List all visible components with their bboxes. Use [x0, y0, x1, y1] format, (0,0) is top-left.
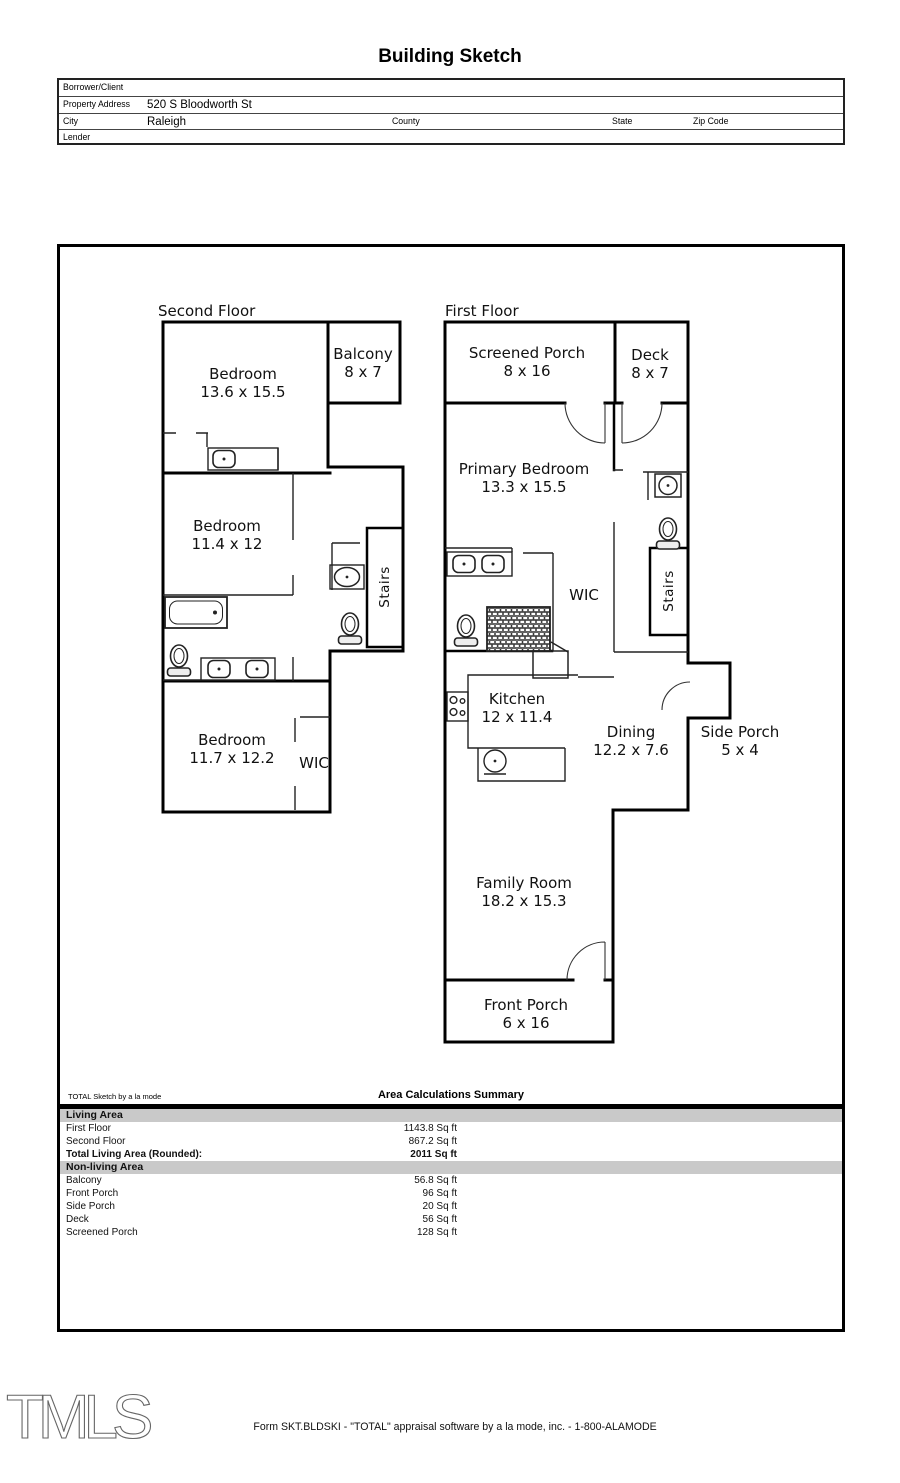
lender-row: Lender	[59, 130, 843, 146]
summary-row: Second Floor 867.2 Sq ft	[60, 1135, 842, 1148]
second-floor-label: Second Floor	[158, 302, 256, 320]
room-dims: 8 x 7	[344, 362, 382, 381]
room-dims: 8 x 16	[503, 361, 551, 380]
row-label: Screened Porch	[66, 1227, 138, 1238]
summary-row: Front Porch 96 Sq ft	[60, 1187, 842, 1200]
room-name: Primary Bedroom	[458, 460, 590, 478]
summary-title: Area Calculations Summary	[377, 1089, 525, 1101]
room-dims: 13.3 x 15.5	[481, 477, 567, 496]
room-dims: 8 x 7	[631, 363, 669, 382]
row-label: Total Living Area (Rounded):	[66, 1149, 203, 1160]
row-value: 56 Sq ft	[422, 1214, 457, 1225]
property-info-table: Borrower/Client Property Address 520 S B…	[57, 78, 845, 145]
city-value: Raleigh	[147, 115, 186, 128]
zip-label: Zip Code	[693, 115, 729, 127]
stairs-label-second: Stairs	[377, 566, 393, 608]
room-name: WIC	[299, 754, 329, 772]
footer-form-line: Form SKT.BLDSKI - "TOTAL" appraisal soft…	[253, 1421, 657, 1433]
row-value: 1143.8 Sq ft	[403, 1123, 457, 1134]
first-floor-label: First Floor	[445, 302, 519, 320]
room-name: Kitchen	[488, 690, 546, 708]
room-name: Bedroom	[198, 731, 266, 749]
room-dims: 6 x 16	[502, 1013, 550, 1032]
row-label: Second Floor	[66, 1136, 126, 1147]
room-dims: 13.6 x 15.5	[200, 382, 286, 401]
row-label: Balcony	[66, 1175, 102, 1186]
room-dims: 11.4 x 12	[191, 534, 263, 553]
room-name: WIC	[569, 586, 599, 604]
row-value: 56.8 Sq ft	[414, 1175, 457, 1186]
room-label-bedroom1: Bedroom 13.6 x 15.5	[200, 365, 286, 401]
page-title: Building Sketch	[378, 46, 522, 67]
row-value: 867.2 Sq ft	[408, 1136, 457, 1147]
row-label: Side Porch	[66, 1201, 115, 1212]
room-label-bedroom2: Bedroom 11.4 x 12	[191, 517, 263, 553]
room-label-primary-bedroom: Primary Bedroom 13.3 x 15.5	[458, 460, 590, 496]
room-name: Bedroom	[209, 365, 277, 383]
room-name: Bedroom	[193, 517, 261, 535]
room-name: Dining	[606, 723, 656, 741]
room-label-wic-first: WIC	[569, 586, 599, 605]
row-value: 128 Sq ft	[416, 1227, 457, 1238]
room-name: Side Porch	[700, 723, 780, 741]
room-dims: 5 x 4	[721, 740, 759, 759]
summary-row: Side Porch 20 Sq ft	[60, 1200, 842, 1213]
sketch-credit: TOTAL Sketch by a la mode	[68, 1092, 162, 1101]
room-name: Deck	[631, 346, 669, 364]
room-name: Screened Porch	[468, 344, 586, 362]
living-area-header: Living Area	[60, 1109, 842, 1122]
room-dims: 18.2 x 15.3	[481, 891, 567, 910]
row-value: 96 Sq ft	[422, 1188, 457, 1199]
city-county-row: City Raleigh County State Zip Code	[59, 114, 843, 131]
stairs-label-first: Stairs	[661, 570, 677, 612]
room-label-dining: Dining 12.2 x 7.6	[593, 723, 669, 759]
property-address-value: 520 S Bloodworth St	[147, 98, 252, 111]
state-label: State	[612, 115, 633, 127]
row-value: 20 Sq ft	[422, 1201, 457, 1212]
nonliving-area-header: Non-living Area	[60, 1161, 842, 1174]
borrower-label: Borrower/Client	[63, 82, 124, 93]
borrower-row: Borrower/Client	[59, 80, 843, 97]
room-label-side-porch: Side Porch 5 x 4	[700, 723, 780, 759]
row-label: Deck	[66, 1214, 89, 1225]
summary-row: Deck 56 Sq ft	[60, 1213, 842, 1226]
room-dims: 12 x 11.4	[481, 707, 553, 726]
room-name: Front Porch	[484, 996, 568, 1014]
row-label: First Floor	[66, 1123, 111, 1134]
county-label: County	[392, 115, 420, 127]
tmls-logo: TMLS	[5, 1386, 152, 1450]
room-label-wic-second: WIC	[299, 754, 329, 773]
room-name: Family Room	[476, 874, 572, 892]
section-label: Non-living Area	[66, 1161, 144, 1173]
room-label-balcony: Balcony 8 x 7	[333, 345, 393, 381]
area-summary-table: Living Area First Floor 1143.8 Sq ft Sec…	[60, 1109, 842, 1239]
summary-row: Balcony 56.8 Sq ft	[60, 1174, 842, 1187]
city-label: City	[63, 115, 79, 127]
room-dims: 11.7 x 12.2	[189, 748, 275, 767]
summary-row: First Floor 1143.8 Sq ft	[60, 1122, 842, 1135]
room-dims: 12.2 x 7.6	[593, 740, 669, 759]
summary-row-total: Total Living Area (Rounded): 2011 Sq ft	[60, 1148, 842, 1161]
summary-row: Screened Porch 128 Sq ft	[60, 1226, 842, 1239]
room-label-front-porch: Front Porch 6 x 16	[484, 996, 568, 1032]
room-label-deck: Deck 8 x 7	[631, 346, 669, 382]
row-value: 2011 Sq ft	[410, 1149, 457, 1160]
property-address-row: Property Address 520 S Bloodworth St	[59, 97, 843, 114]
lender-label: Lender	[63, 132, 91, 144]
room-label-family-room: Family Room 18.2 x 15.3	[476, 874, 572, 910]
property-address-label: Property Address	[63, 98, 131, 110]
room-label-kitchen: Kitchen 12 x 11.4	[481, 690, 553, 726]
tmls-logo-text: TMLS	[6, 1386, 151, 1450]
room-label-bedroom3: Bedroom 11.7 x 12.2	[189, 731, 275, 767]
summary-divider	[60, 1104, 842, 1109]
row-label: Front Porch	[66, 1188, 119, 1199]
room-label-screened-porch: Screened Porch 8 x 16	[468, 344, 586, 380]
section-label: Living Area	[66, 1109, 123, 1121]
room-name: Balcony	[333, 345, 393, 363]
